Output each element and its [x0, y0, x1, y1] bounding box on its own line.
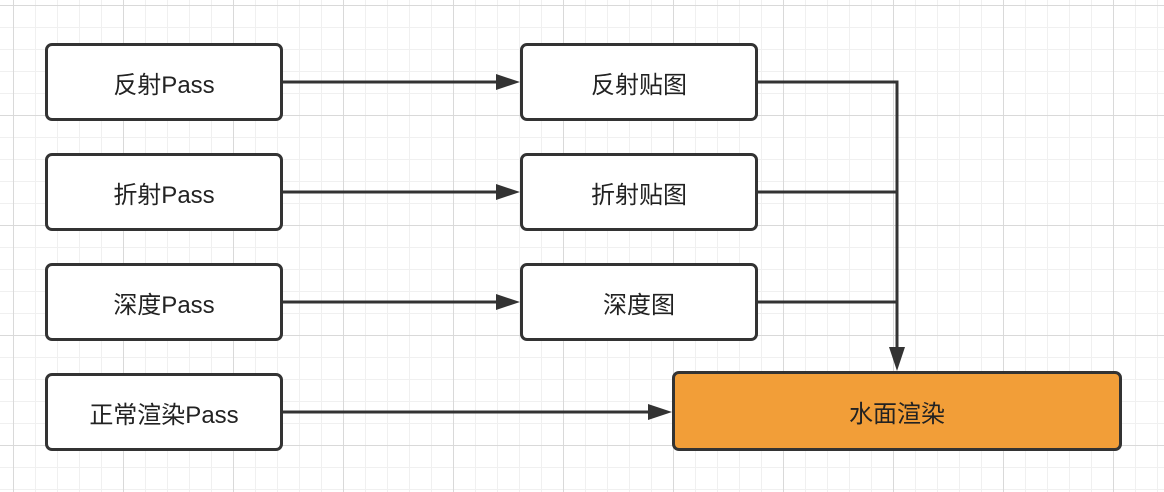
reflection-pass-node[interactable]: 反射Pass	[45, 43, 283, 121]
depth-map-node[interactable]: 深度图	[520, 263, 758, 341]
arrowhead-refraction-map	[496, 184, 520, 200]
water-render-node[interactable]: 水面渲染	[672, 371, 1122, 451]
refraction-pass-label: 折射Pass	[113, 181, 215, 209]
reflection-map-node[interactable]: 反射贴图	[520, 43, 758, 121]
arrowhead-water-render-left	[648, 404, 672, 420]
arrowhead-depth-map	[496, 294, 520, 310]
arrowhead-water-render-top	[889, 347, 905, 371]
depth-map-label: 深度图	[603, 291, 675, 319]
line-reflection-map-to-bus	[758, 80, 899, 350]
refraction-pass-node[interactable]: 折射Pass	[45, 153, 283, 231]
arrowhead-reflection-map	[496, 74, 520, 90]
refraction-map-node[interactable]: 折射贴图	[520, 153, 758, 231]
refraction-map-label: 折射贴图	[591, 181, 687, 209]
water-render-label: 水面渲染	[849, 400, 945, 428]
depth-pass-node[interactable]: 深度Pass	[45, 263, 283, 341]
reflection-pass-label: 反射Pass	[113, 71, 215, 99]
normal-render-pass-label: 正常渲染Pass	[89, 401, 239, 429]
reflection-map-label: 反射贴图	[591, 71, 687, 99]
normal-render-pass-node[interactable]: 正常渲染Pass	[45, 373, 283, 451]
depth-pass-label: 深度Pass	[113, 291, 215, 319]
